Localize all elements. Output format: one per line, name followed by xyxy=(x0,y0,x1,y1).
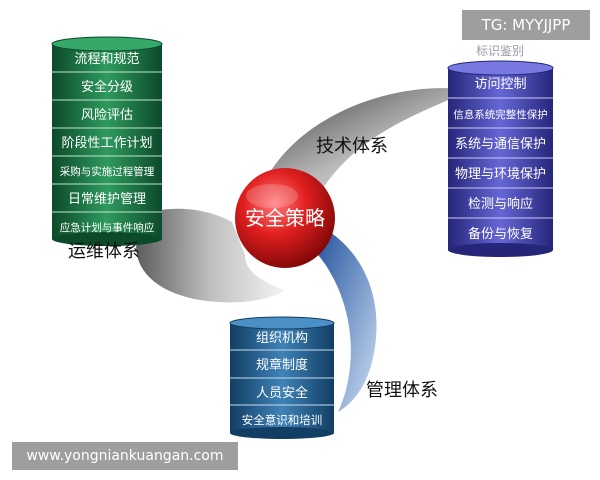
ops-item: 日常维护管理 xyxy=(68,192,146,207)
ops-item: 阶段性工作计划 xyxy=(61,136,152,151)
mgmt-item: 安全意识和培训 xyxy=(242,413,323,427)
tech-swirl xyxy=(262,88,470,190)
ops-stack: 流程和规范 安全分级 风险评估 阶段性工作计划 采购与实施过程管理 日常维护管理… xyxy=(51,36,163,246)
ops-caption: 运维体系 xyxy=(68,241,140,262)
ops-item: 风险评估 xyxy=(81,108,133,123)
tech-caption: 技术体系 xyxy=(316,136,388,157)
tech-item: 系统与通信保护 xyxy=(455,137,546,152)
center-sphere xyxy=(235,168,335,268)
tech-item: 访问控制 xyxy=(474,77,526,92)
mgmt-item: 规章制度 xyxy=(256,357,308,373)
ops-swirl xyxy=(136,208,285,303)
tech-item: 信息系统完整性保护 xyxy=(453,108,548,121)
ops-item: 安全分级 xyxy=(81,79,133,95)
mgmt-item: 人员安全 xyxy=(256,385,308,401)
site-watermark: www.yongniankuangan.com xyxy=(12,442,238,470)
mgmt-swirl xyxy=(312,232,377,412)
mgmt-stack: 组织机构 规章制度 人员安全 安全意识和培训 xyxy=(229,316,335,439)
ops-item: 采购与实施过程管理 xyxy=(60,165,155,178)
tech-item: 备份与恢复 xyxy=(468,226,533,242)
ops-item: 应急计划与事件响应 xyxy=(60,221,155,234)
tech-item: 物理与环境保护 xyxy=(455,167,546,182)
center-label: 安全策略 xyxy=(245,206,325,230)
tech-item: 检测与响应 xyxy=(468,196,533,212)
tech-stack: 访问控制 信息系统完整性保护 系统与通信保护 物理与环境保护 检测与响应 备份与… xyxy=(447,60,554,257)
ops-item: 流程和规范 xyxy=(74,52,139,67)
tech-header-label: 标识鉴别 xyxy=(476,44,524,58)
tg-watermark: TG: MYYJJPP xyxy=(462,10,590,40)
mgmt-caption: 管理体系 xyxy=(366,380,438,401)
mgmt-item: 组织机构 xyxy=(256,331,308,346)
